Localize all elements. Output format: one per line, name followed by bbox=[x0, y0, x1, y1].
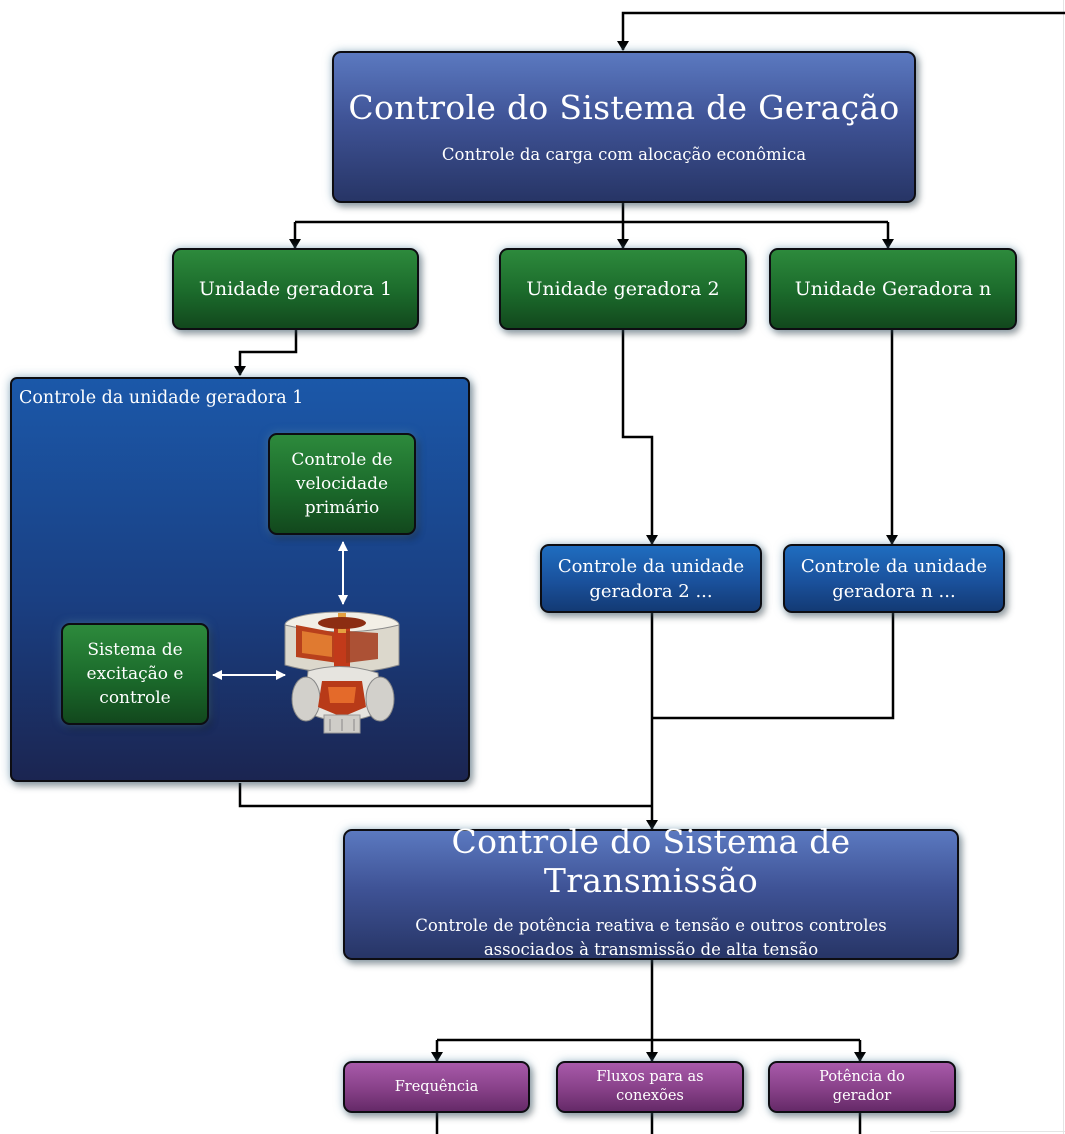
unit-1-box[interactable]: Unidade geradora 1 bbox=[172, 248, 419, 330]
frame-edge-bottom bbox=[930, 1131, 1065, 1132]
unit-n-control-line-1: Controle da unidade bbox=[800, 555, 988, 577]
unit-n-control-box[interactable]: Controle da unidade geradora n ... bbox=[783, 544, 1005, 613]
unit-2-control-box[interactable]: Controle da unidade geradora 2 ... bbox=[540, 544, 762, 613]
hydro-generator-cutaway-icon bbox=[284, 611, 400, 734]
arrow-unit1-to-control bbox=[234, 330, 298, 376]
unit-1-label: Unidade geradora 1 bbox=[198, 278, 393, 300]
unit-2-box[interactable]: Unidade geradora 2 bbox=[499, 248, 747, 330]
power-line-2: gerador bbox=[832, 1088, 892, 1104]
transmission-control-box[interactable]: Controle do Sistema de Transmissão Contr… bbox=[343, 822, 959, 962]
speed-control-line-2: velocidade bbox=[295, 474, 389, 494]
merge-unit1 bbox=[238, 783, 652, 808]
transmission-subtitle-line-2: associados à transmissão de alta tensão bbox=[483, 939, 819, 959]
flows-line-2: conexões bbox=[616, 1088, 684, 1104]
unit-n-label: Unidade Geradora n bbox=[794, 278, 992, 300]
unit-n-box[interactable]: Unidade Geradora n bbox=[769, 248, 1017, 330]
generation-control-subtitle: Controle da carga com alocação econômica bbox=[441, 144, 807, 164]
unit-1-control-title: Controle da unidade geradora 1 bbox=[19, 388, 304, 408]
unit-n-control-line-2: geradora n ... bbox=[832, 580, 956, 602]
excitation-control-box[interactable]: Sistema de excitação e controle bbox=[61, 623, 209, 725]
generation-control-box[interactable]: Controle do Sistema de Geração Controle … bbox=[332, 51, 916, 203]
frequency-label: Frequência bbox=[394, 1078, 479, 1095]
transmission-control-subtitle: Controle de potência reativa e tensão e … bbox=[415, 914, 886, 962]
frequency-output-box[interactable]: Frequência bbox=[343, 1061, 530, 1113]
power-output-box[interactable]: Potência do gerador bbox=[768, 1061, 956, 1113]
excitation-line-1: Sistema de bbox=[87, 640, 183, 660]
unit-2-control-line-2: geradora 2 ... bbox=[589, 580, 713, 602]
generation-bus bbox=[295, 203, 888, 224]
excitation-line-3: controle bbox=[99, 688, 171, 708]
flows-line-1: Fluxos para as bbox=[596, 1069, 704, 1085]
feedback-arrow bbox=[617, 11, 1065, 51]
transmission-subtitle-line-1: Controle de potência reativa e tensão e … bbox=[415, 915, 887, 935]
transmission-bus bbox=[437, 960, 860, 1042]
speed-control-line-3: primário bbox=[304, 498, 380, 518]
excitation-line-2: excitação e bbox=[86, 664, 184, 684]
speed-control-line-1: Controle de bbox=[291, 450, 393, 470]
merge-unitn bbox=[652, 613, 895, 720]
frame-edge-right bbox=[1063, 0, 1064, 1134]
unit-2-control-line-1: Controle da unidade bbox=[557, 555, 745, 577]
flows-output-box[interactable]: Fluxos para as conexões bbox=[556, 1061, 744, 1113]
generation-control-title: Controle do Sistema de Geração bbox=[348, 87, 900, 127]
unit-2-label: Unidade geradora 2 bbox=[526, 278, 720, 300]
speed-control-box[interactable]: Controle de velocidade primário bbox=[268, 433, 416, 535]
power-line-1: Potência do bbox=[819, 1069, 905, 1085]
arrow-unit2-to-control bbox=[621, 330, 658, 545]
